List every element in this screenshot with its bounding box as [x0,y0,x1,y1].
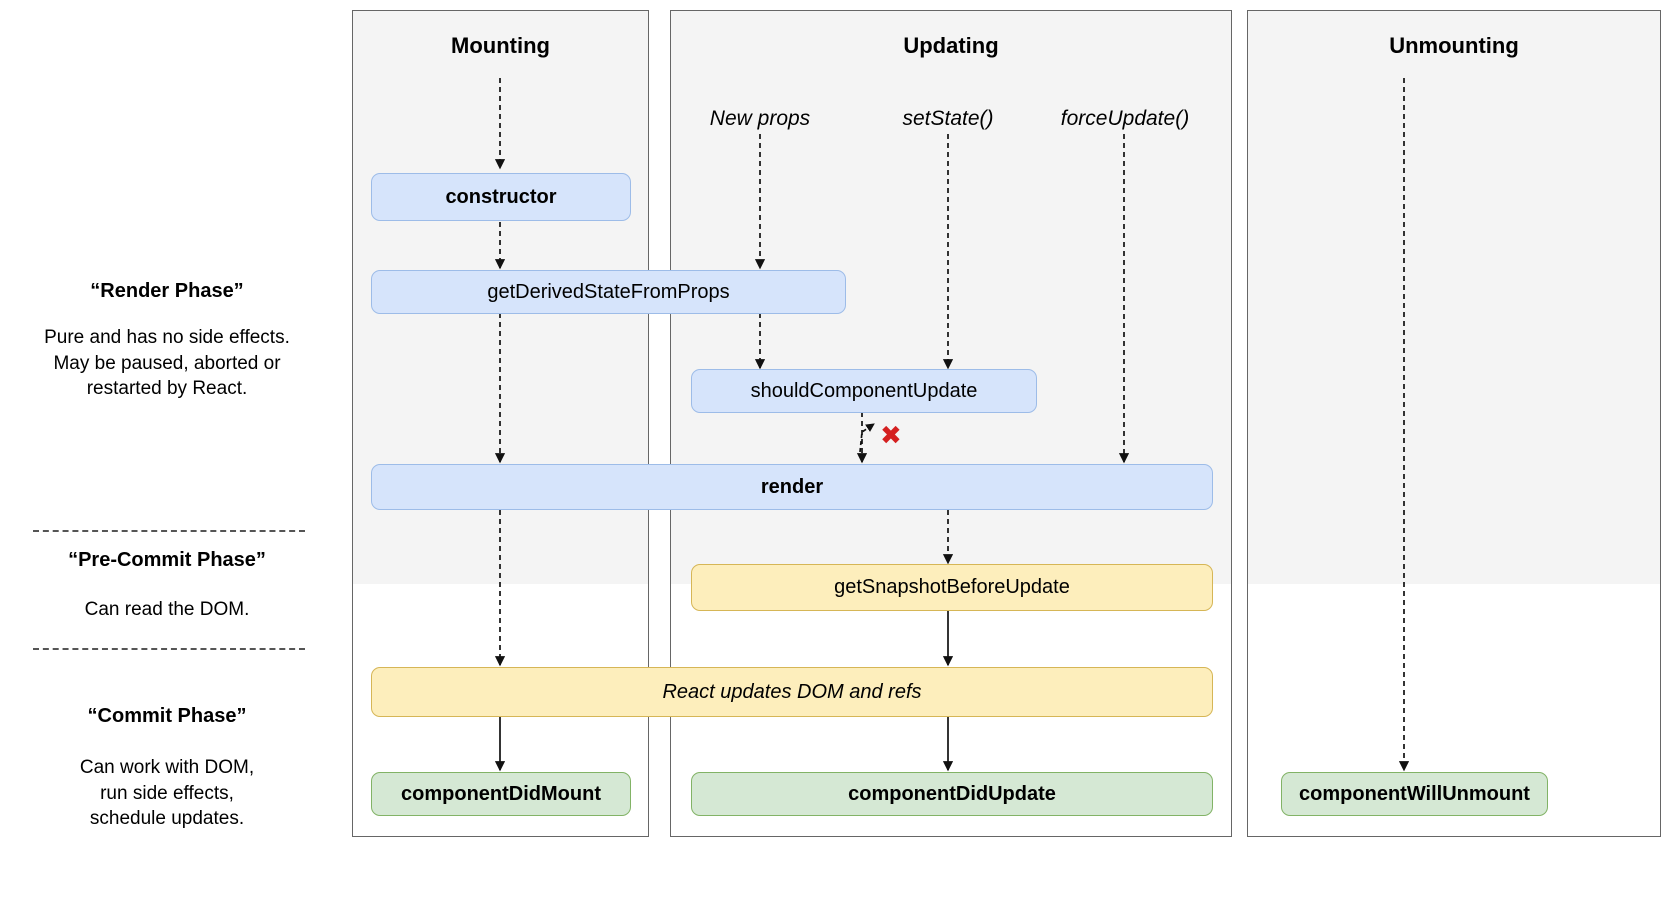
updating-column-frame [670,10,1232,837]
trigger-force-update: forceUpdate() [1060,107,1190,130]
column-title-unmounting: Unmounting [1389,33,1519,58]
column-title-mounting: Mounting [451,33,550,58]
lifecycle-label-get-derived-state-from-props: getDerivedStateFromProps [487,280,730,303]
lifecycle-label-render: render [760,475,824,498]
lifecycle-box-constructor[interactable]: constructor [371,173,631,221]
phase-title-pre-commit: “Pre-Commit Phase” [68,549,266,571]
phase-description-render: Pure and has no side effects. May be pau… [44,327,290,400]
lifecycle-box-component-will-unmount[interactable]: componentWillUnmount [1281,772,1548,816]
phase-divider-precommit-commit [33,648,305,650]
skip-render-x-icon: ✖ [880,420,902,450]
lifecycle-box-get-snapshot-before-update[interactable]: getSnapshotBeforeUpdate [691,564,1213,611]
mounting-column-frame [352,10,649,837]
unmounting-column-frame [1247,10,1661,837]
lifecycle-box-render[interactable]: render [371,464,1213,510]
lifecycle-box-component-did-mount[interactable]: componentDidMount [371,772,631,816]
phase-divider-render-precommit [33,530,305,532]
lifecycle-label-get-snapshot-before-update: getSnapshotBeforeUpdate [834,576,1070,598]
lifecycle-label-constructor: constructor [445,185,557,208]
phase-title-render: “Render Phase” [90,280,244,302]
column-title-updating: Updating [903,33,999,58]
unmounting-column-render-area [1247,10,1661,584]
phase-title-commit: “Commit Phase” [87,705,247,727]
lifecycle-label-component-did-update: componentDidUpdate [848,782,1056,805]
lifecycle-label-should-component-update: shouldComponentUpdate [750,379,978,402]
lifecycle-box-react-updates-dom-and-refs[interactable]: React updates DOM and refs [371,667,1213,717]
lifecycle-label-component-did-mount: componentDidMount [401,782,601,805]
trigger-set-state: setState() [902,107,994,130]
lifecycle-label-component-will-unmount: componentWillUnmount [1299,782,1530,805]
phase-description-pre-commit: Can read the DOM. [84,599,250,620]
lifecycle-label-react-updates-dom-and-refs: React updates DOM and refs [662,680,922,703]
lifecycle-box-component-did-update[interactable]: componentDidUpdate [691,772,1213,816]
lifecycle-box-get-derived-state-from-props[interactable]: getDerivedStateFromProps [371,270,846,314]
phase-description-commit: Can work with DOM, run side effects, sch… [79,757,255,830]
lifecycle-box-should-component-update[interactable]: shouldComponentUpdate [691,369,1037,413]
trigger-new-props: New props [709,107,811,130]
